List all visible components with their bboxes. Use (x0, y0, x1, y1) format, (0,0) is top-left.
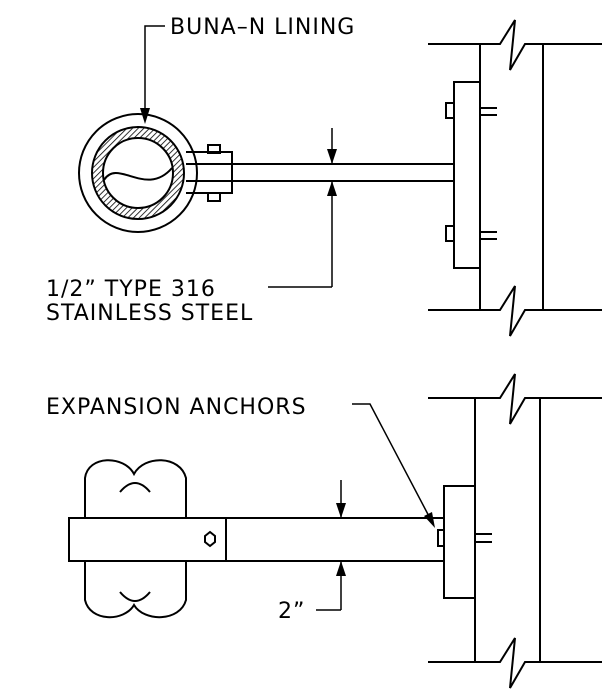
top-rod (232, 163, 454, 182)
anchors-leader (352, 403, 435, 528)
label-lining: BUNA–N LINING (170, 15, 355, 40)
label-rod-line1: 1/2” TYPE 316 (46, 277, 216, 302)
bottom-width-dimension (316, 480, 346, 611)
bottom-base-plate (437, 485, 492, 599)
label-anchors: EXPANSION ANCHORS (46, 395, 307, 420)
pipe-ring (78, 113, 198, 233)
top-base-plate (445, 81, 497, 269)
bottom-strap (68, 517, 444, 562)
label-width: 2” (278, 599, 305, 624)
top-view: BUNA–N LINING 1/2” TYPE 316 STAINLESS ST… (46, 15, 602, 337)
pipe-clamp (186, 144, 233, 202)
bottom-pipe (84, 459, 187, 619)
bottom-wall (428, 373, 602, 689)
label-rod-line2: STAINLESS STEEL (46, 301, 253, 326)
lining-leader (140, 25, 165, 124)
top-rod-dimension (268, 128, 337, 288)
bottom-view: EXPANSION ANCHORS 2” (46, 373, 602, 689)
